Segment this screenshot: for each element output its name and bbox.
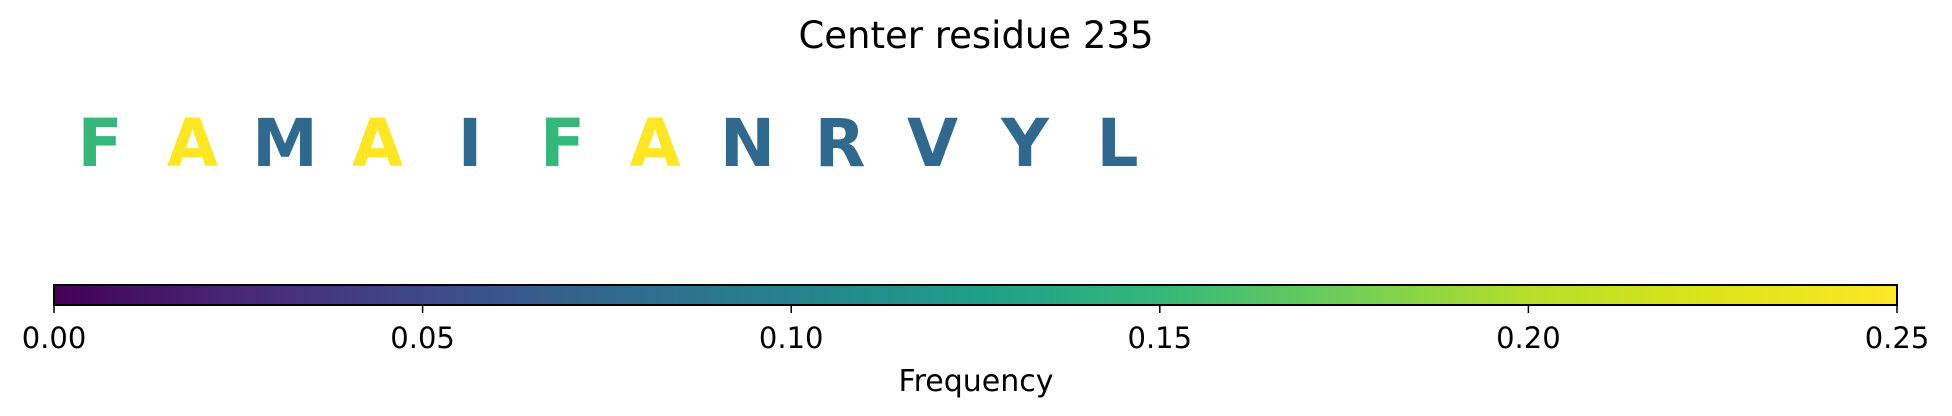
colorbar-tick-label: 0.10 (759, 321, 824, 355)
colorbar-tick-label: 0.20 (1496, 321, 1561, 355)
residue-letter: F (77, 105, 122, 182)
residue-letter: Y (1000, 105, 1050, 182)
residue-letter: V (907, 105, 958, 182)
residue-letter: F (540, 105, 585, 182)
residue-letter: R (815, 105, 866, 182)
colorbar-ticks: 0.00 0.05 0.10 0.15 0.20 0.25 (22, 305, 1930, 355)
colorbar-tick-label: 0.15 (1128, 321, 1193, 355)
colorbar-frame (53, 284, 1898, 306)
colorbar-tick-label: 0.25 (1865, 321, 1930, 355)
residue-letter: A (167, 105, 218, 182)
residue-letter: I (458, 105, 483, 182)
colorbar: 0.00 0.05 0.10 0.15 0.20 0.25 Frequency (22, 284, 1930, 399)
residue-letter: M (252, 105, 318, 182)
residue-letter: A (352, 105, 403, 182)
colorbar-tick-label: 0.05 (390, 321, 455, 355)
residue-letter: A (629, 105, 680, 182)
colorbar-gradient (54, 285, 1897, 305)
colorbar-tick-label: 0.00 (22, 321, 87, 355)
residue-letter: L (1096, 105, 1138, 182)
residue-letter: N (720, 105, 775, 182)
chart-title: Center residue 235 (798, 14, 1153, 57)
colorbar-label: Frequency (899, 364, 1054, 399)
